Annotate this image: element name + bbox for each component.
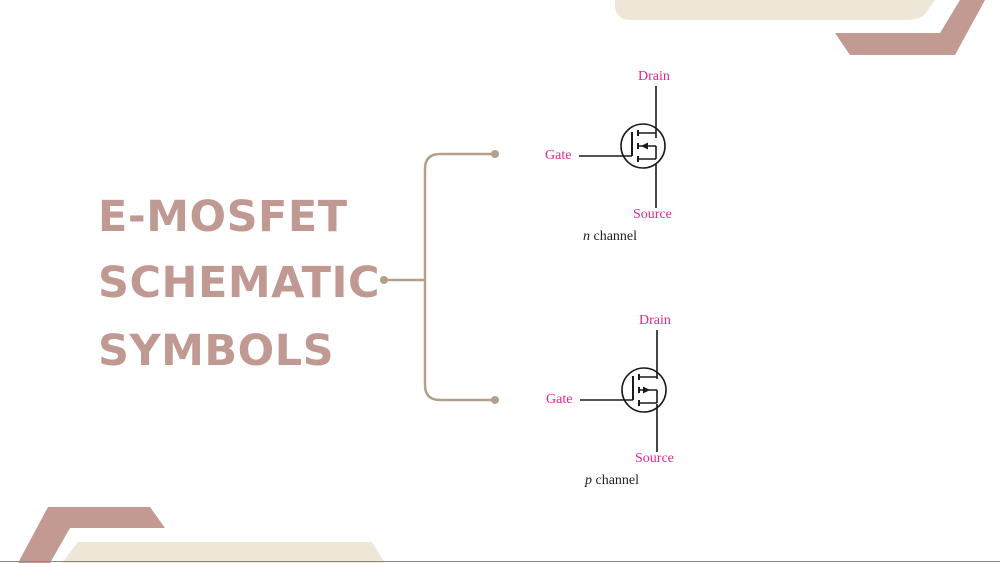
deco-beige-top-right: [615, 0, 935, 20]
connector-dot-title: [380, 276, 388, 284]
connector-dot-top: [491, 150, 499, 158]
n-source-label: Source: [633, 207, 672, 222]
n-channel-word: channel: [593, 229, 638, 244]
n-drain-label: Drain: [638, 69, 670, 84]
n-channel-caption: n channel: [583, 230, 637, 244]
deco-rose-bottom-left: [18, 507, 165, 563]
p-channel-symbol: [580, 330, 667, 452]
p-gate-label: Gate: [546, 392, 573, 407]
n-channel-letter: n: [583, 229, 590, 244]
p-source-label: Source: [635, 451, 674, 466]
p-channel-caption: p channel: [585, 474, 639, 488]
bracket-connector: [384, 152, 495, 402]
n-channel-symbol: [579, 86, 666, 208]
p-channel-letter: p: [585, 473, 592, 488]
p-channel-word: channel: [595, 473, 640, 488]
title-line-3: SYMBOLS: [98, 326, 335, 376]
p-drain-label: Drain: [639, 313, 671, 328]
title-line-2: SCHEMATIC: [98, 258, 381, 308]
n-gate-label: Gate: [545, 148, 572, 163]
title-line-1: E-MOSFET: [98, 192, 348, 242]
deco-beige-bottom-left: [62, 542, 385, 563]
connector-dot-bottom: [491, 396, 499, 404]
deco-rose-top-right: [835, 0, 985, 55]
